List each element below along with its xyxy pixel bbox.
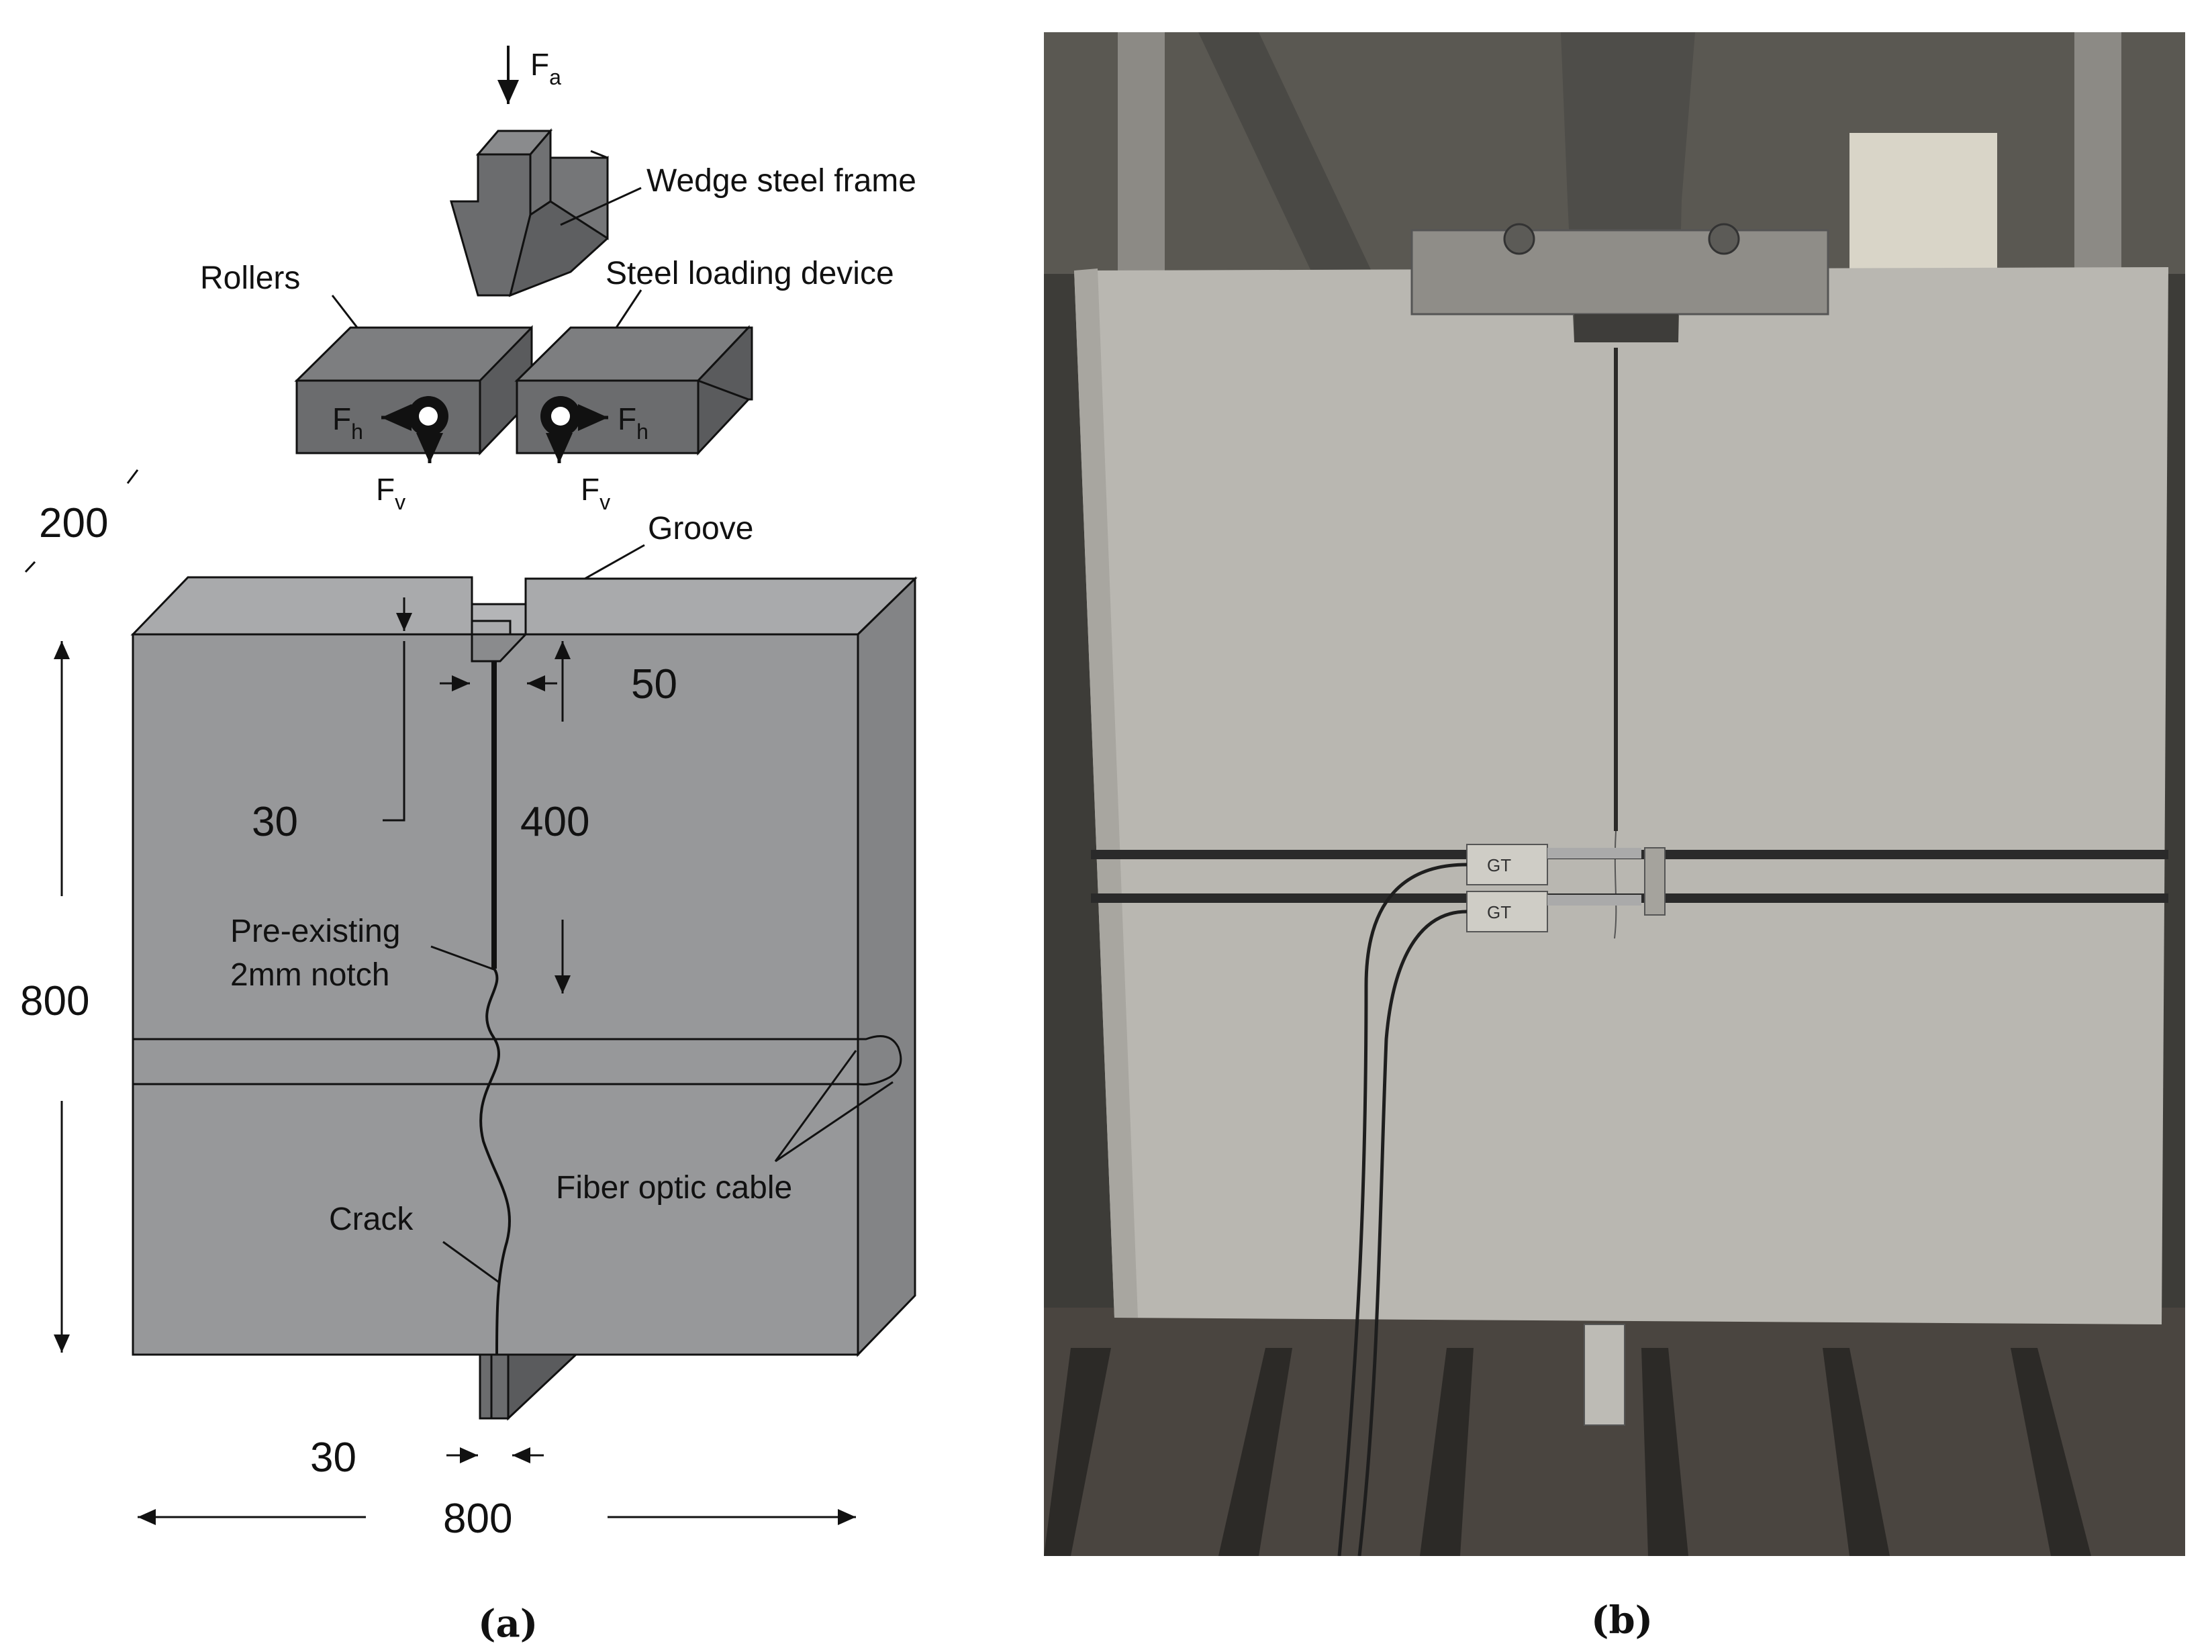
lab-beam xyxy=(1198,32,1373,274)
fiber-label: Fiber optic cable xyxy=(556,1170,792,1206)
wedge-label: Wedge steel frame xyxy=(646,163,916,199)
groove-width-dim-label: 50 xyxy=(631,661,677,708)
groove-depth-dim-label: 30 xyxy=(252,799,298,845)
crack-label: Crack xyxy=(329,1202,414,1237)
bottom-support xyxy=(479,1353,579,1421)
photo-loading-device xyxy=(1410,229,1829,315)
photo-panel: GT GT xyxy=(1044,32,2185,1556)
groove-depth-dimension xyxy=(383,597,412,822)
depth-dim-label: 200 xyxy=(39,500,108,546)
loading-device-label: Steel loading device xyxy=(606,256,894,291)
notch-label-line2: 2mm notch xyxy=(230,957,389,993)
width-dim-label: 800 xyxy=(443,1496,512,1542)
caption-b-wrapper: (b) xyxy=(1591,1598,1653,1643)
crack-leader xyxy=(442,1241,499,1283)
groove-label: Groove xyxy=(648,511,753,546)
depth-dimension xyxy=(24,469,139,573)
sensor-1-text: GT xyxy=(1487,855,1511,875)
force-v-left-label: Fv xyxy=(376,472,405,514)
vertical-force-arrows xyxy=(416,433,573,463)
force-v-right-label: Fv xyxy=(581,472,610,514)
photo-roller-left xyxy=(1503,223,1535,255)
roller-right xyxy=(540,396,581,436)
photo-roller-right xyxy=(1708,223,1740,255)
caption-b: (b) xyxy=(1591,1598,1653,1643)
wedge-steel-frame xyxy=(450,128,609,297)
crack-line xyxy=(479,967,511,1355)
height-dim-label: 800 xyxy=(20,978,89,1024)
notch-leader xyxy=(430,945,496,971)
caption-a: (a) xyxy=(478,1602,538,1646)
photo-crack xyxy=(1614,830,1617,939)
force-h-left-label: Fh xyxy=(332,401,363,444)
notch-label-line1: Pre-existing xyxy=(230,914,400,949)
rollers-label: Rollers xyxy=(200,260,300,296)
photo-sensor-cables xyxy=(1337,863,1468,1556)
wedge-leader xyxy=(560,187,642,226)
sensor-2-text: GT xyxy=(1487,902,1511,922)
force-h-right-label: Fh xyxy=(618,401,648,444)
roller-left xyxy=(408,396,448,436)
support-width-dim-label: 30 xyxy=(310,1435,356,1481)
fiber-leaders xyxy=(774,1050,894,1163)
schematic-panel: Fa Wedge steel frame Rollers Steel loadi… xyxy=(20,46,918,1646)
concrete-specimen xyxy=(1074,267,2168,1324)
photo-sensor-2: GT xyxy=(1466,891,1641,932)
notch-length-dim-label: 400 xyxy=(520,799,589,845)
axial-force-label: Fa xyxy=(530,47,561,89)
specimen-shadow-edge xyxy=(1074,269,1138,1318)
photo-sensor-bracket xyxy=(1644,847,1666,916)
photo-bottom-support xyxy=(1584,1324,1625,1426)
